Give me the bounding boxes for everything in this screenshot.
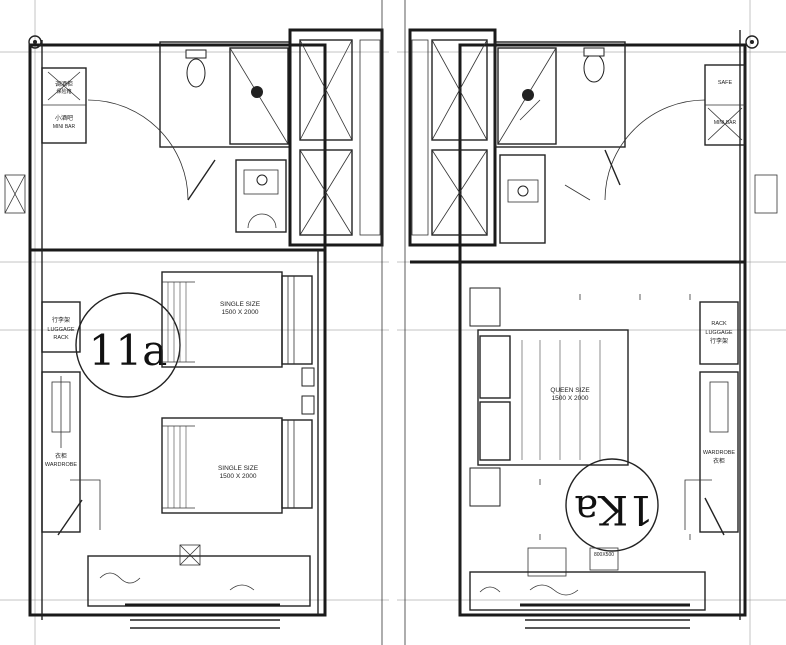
room-tag-right: 1Ka — [574, 486, 653, 532]
bathroom — [159, 41, 291, 148]
cabinet-size-label: 800X500 — [594, 552, 614, 558]
shower — [229, 47, 289, 145]
rack-label: RACK — [53, 335, 69, 341]
nightstand-right-bottom — [469, 467, 501, 507]
nightstand-right-top — [469, 287, 501, 327]
single-bed-lower: SINGLE SIZE 1500 X 2000 — [161, 417, 313, 514]
queen-bed: QUEEN SIZE 1500 X 2000 — [477, 329, 629, 466]
wardrobe-label-right: WARDROBE — [703, 450, 736, 456]
luggage-label: LUGGAGE — [47, 327, 75, 333]
shower-drain-icon-right — [522, 89, 534, 101]
single-bed-upper: SINGLE SIZE 1500 X 2000 — [161, 271, 313, 368]
safe-label: SAFE — [718, 80, 733, 86]
wardrobe-label-cn-right: 衣柜 — [713, 457, 725, 465]
window-bay-right — [469, 571, 706, 611]
arrow-marks — [519, 99, 691, 540]
vanity-right — [499, 154, 546, 244]
wardrobe-right — [699, 371, 739, 533]
mini-bar-label-cn: 小酒吧 — [55, 114, 73, 122]
sink-icon — [256, 174, 268, 186]
queen-bed-size: QUEEN SIZE — [550, 387, 590, 394]
toilet-icon-right — [583, 53, 605, 83]
wardrobe — [41, 371, 81, 533]
luggage-label-cn-right: 行李架 — [710, 337, 728, 345]
bed-lower-dim: 1500 X 2000 — [220, 473, 257, 480]
grid-marker-icon-right — [745, 35, 759, 49]
wardrobe-label-cn: 衣柜 — [55, 452, 67, 460]
toilet-icon — [186, 58, 206, 88]
right-unit: SAFE MINI BAR RACK LUGGAGE 行李架 WARDROBE … — [408, 28, 778, 629]
mini-bar-label-right: MINI BAR — [714, 120, 737, 126]
shower-drain-icon — [251, 86, 263, 98]
safe-label-cn: 保险箱 — [56, 88, 71, 95]
luggage-rack-right — [699, 301, 739, 365]
luggage-rack — [41, 301, 81, 353]
elevator-core — [288, 28, 384, 247]
desk-right — [527, 547, 567, 577]
vanity — [235, 159, 287, 233]
luggage-label-cn: 行李架 — [52, 316, 70, 324]
bathroom-right — [494, 41, 626, 148]
mini-bar-cabinet — [41, 67, 87, 144]
nightstand-lamp-icon — [301, 367, 315, 387]
room-tag-circle-right — [565, 458, 659, 552]
room-tag: 11a — [89, 326, 167, 375]
bed-lower-size: SINGLE SIZE — [218, 465, 259, 472]
mini-bar-label: MINI BAR — [53, 124, 76, 130]
left-unit: 调酒柜 保险箱 小酒吧 MINI BAR — [4, 28, 384, 629]
bed-upper-dim: 1500 X 2000 — [222, 309, 259, 316]
elevator-core-right — [408, 28, 497, 247]
rack-label-right: RACK — [711, 321, 727, 327]
cabinet-label-cn: 调酒柜 — [55, 80, 73, 88]
luggage-label-right: LUGGAGE — [705, 330, 733, 336]
wardrobe-label: WARDROBE — [45, 462, 78, 468]
queen-bed-dim: 1500 X 2000 — [552, 395, 589, 402]
bed-upper-size: SINGLE SIZE — [220, 301, 261, 308]
grid-marker-icon — [28, 35, 42, 49]
